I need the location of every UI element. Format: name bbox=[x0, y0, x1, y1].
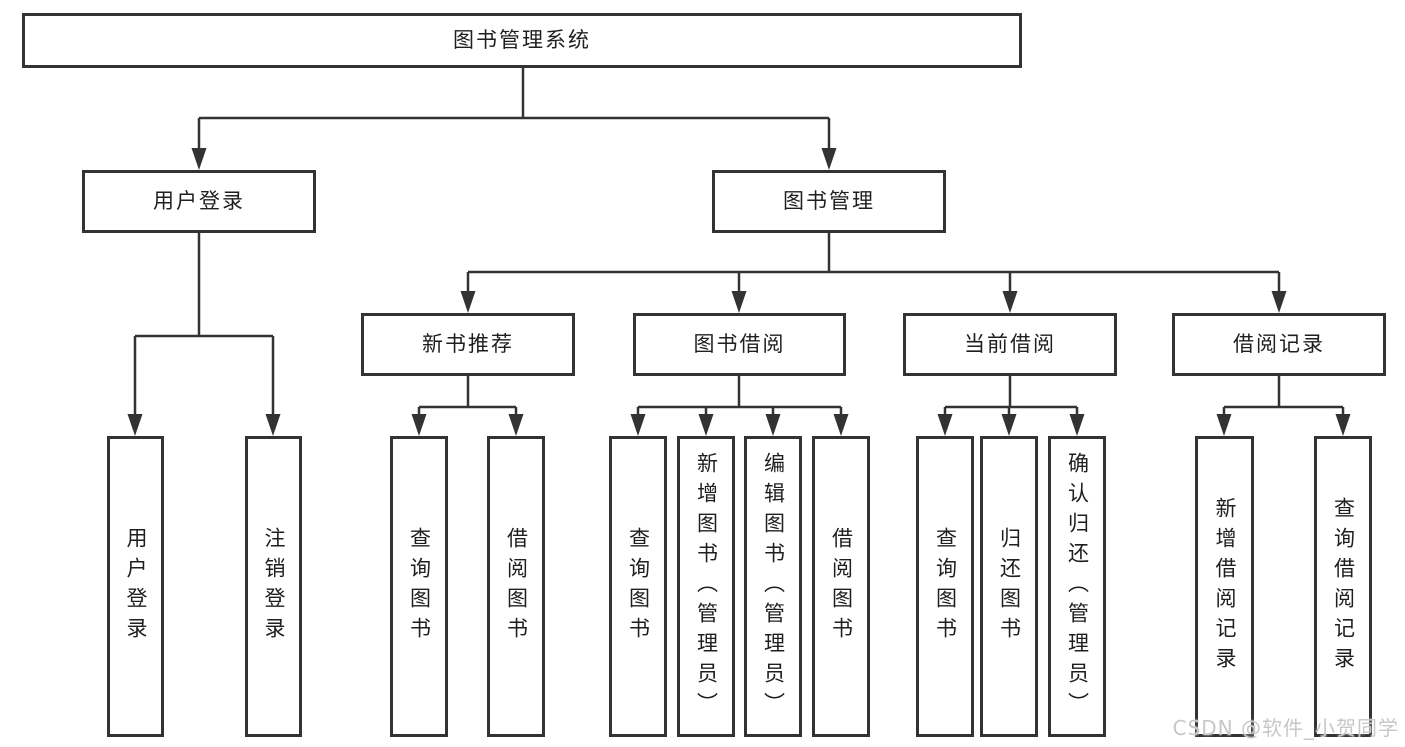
node-label: 新增图书（管理员） bbox=[694, 451, 719, 722]
node-label: 借阅记录 bbox=[1233, 332, 1325, 356]
node-label: 确认归还（管理员） bbox=[1065, 451, 1090, 722]
node-new-book-recommend: 新书推荐 bbox=[361, 313, 575, 376]
node-label: 当前借阅 bbox=[964, 332, 1056, 356]
node-label: 图书借阅 bbox=[693, 332, 786, 356]
node-label: 图书管理系统 bbox=[453, 28, 591, 52]
node-edit-book-admin: 编辑图书（管理员） bbox=[744, 436, 802, 737]
node-logout: 注销登录 bbox=[245, 436, 302, 737]
node-label: 编辑图书（管理员） bbox=[761, 451, 786, 722]
node-label: 借阅图书 bbox=[829, 526, 854, 647]
node-query-books-recommend: 查询图书 bbox=[390, 436, 448, 737]
node-label: 查询图书 bbox=[933, 526, 958, 647]
node-borrow-book: 借阅图书 bbox=[812, 436, 870, 737]
node-confirm-return-admin: 确认归还（管理员） bbox=[1048, 436, 1106, 737]
node-library-system: 图书管理系统 bbox=[22, 13, 1022, 68]
node-label: 归还图书 bbox=[997, 526, 1022, 647]
node-label: 用户登录 bbox=[124, 526, 148, 647]
node-label: 新书推荐 bbox=[422, 332, 514, 356]
node-return-book: 归还图书 bbox=[980, 436, 1038, 737]
node-label: 注销登录 bbox=[262, 526, 286, 647]
node-user-login-module: 用户登录 bbox=[82, 170, 316, 233]
node-query-borrow-record: 查询借阅记录 bbox=[1314, 436, 1372, 737]
node-label: 用户登录 bbox=[153, 189, 245, 213]
node-book-management: 图书管理 bbox=[712, 170, 946, 233]
node-user-login: 用户登录 bbox=[107, 436, 164, 737]
node-query-books-current: 查询图书 bbox=[916, 436, 974, 737]
node-current-borrowing: 当前借阅 bbox=[903, 313, 1117, 376]
node-label: 图书管理 bbox=[783, 189, 875, 213]
node-label: 查询图书 bbox=[626, 526, 651, 647]
arrowheads bbox=[127, 148, 1351, 436]
node-book-borrowing: 图书借阅 bbox=[633, 313, 846, 376]
csdn-watermark: CSDN @软件_小贺同学 bbox=[1172, 716, 1399, 740]
node-add-book-admin: 新增图书（管理员） bbox=[677, 436, 735, 737]
node-borrowing-records: 借阅记录 bbox=[1172, 313, 1386, 376]
node-borrow-books-recommend: 借阅图书 bbox=[487, 436, 545, 737]
node-label: 借阅图书 bbox=[504, 526, 529, 647]
node-label: 查询借阅记录 bbox=[1331, 496, 1356, 677]
node-query-books-borrow: 查询图书 bbox=[609, 436, 667, 737]
node-label: 查询图书 bbox=[407, 526, 432, 647]
node-label: 新增借阅记录 bbox=[1213, 496, 1237, 677]
node-add-borrow-record: 新增借阅记录 bbox=[1195, 436, 1254, 737]
connector-lines bbox=[133, 68, 1345, 416]
